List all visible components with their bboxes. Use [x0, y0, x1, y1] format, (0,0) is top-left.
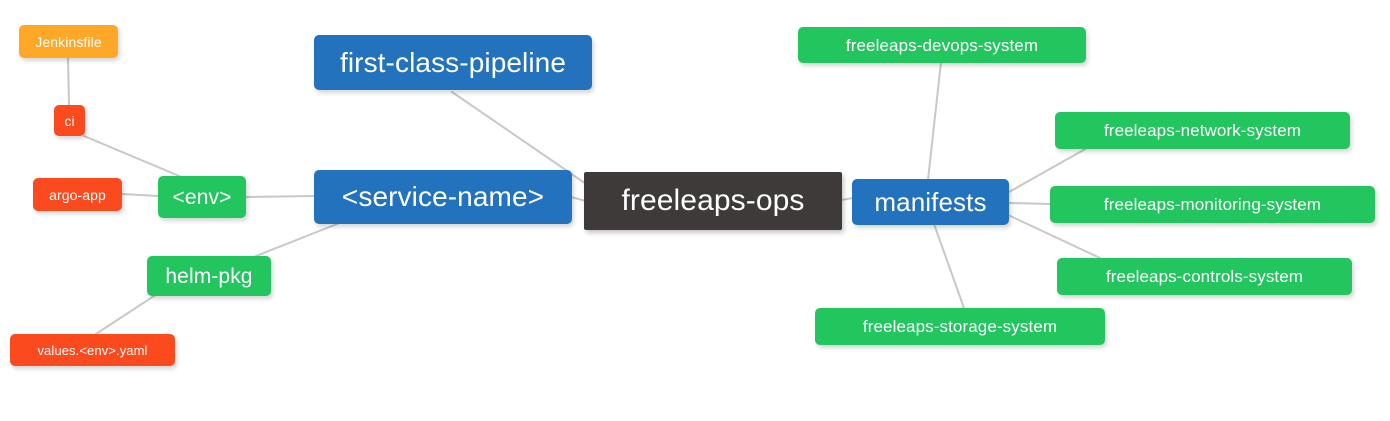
- node-label: Jenkinsfile: [35, 33, 102, 50]
- node-env[interactable]: <env>: [158, 176, 246, 218]
- node-label: values.<env>.yaml: [37, 342, 148, 358]
- node-label: freeleaps-storage-system: [862, 317, 1058, 336]
- node-jenkinsfile[interactable]: Jenkinsfile: [19, 25, 118, 58]
- node-label: freeleaps-monitoring-system: [1103, 195, 1322, 214]
- node-freeleaps-monitoring-system[interactable]: freeleaps-monitoring-system: [1050, 186, 1375, 223]
- node-label: <env>: [172, 185, 232, 209]
- node-label: helm-pkg: [165, 264, 253, 288]
- node-label: <service-name>: [341, 181, 545, 212]
- node-label: argo-app: [49, 186, 106, 203]
- node-argo-app[interactable]: argo-app: [33, 178, 122, 211]
- edge-helm-pkg-values-yaml: [95, 291, 161, 335]
- edge-service-name-env: [245, 195, 315, 198]
- node-label: manifests: [874, 187, 987, 217]
- node-freeleaps-network-system[interactable]: freeleaps-network-system: [1055, 112, 1350, 149]
- node-label: first-class-pipeline: [339, 46, 567, 78]
- node-manifests[interactable]: manifests: [852, 179, 1009, 225]
- node-helm-pkg[interactable]: helm-pkg: [147, 256, 271, 296]
- node-values-yaml[interactable]: values.<env>.yaml: [10, 334, 175, 366]
- edge-env-argo-app: [121, 193, 159, 197]
- edge-manifests-devops-system: [927, 61, 942, 181]
- edge-env-ci: [83, 135, 185, 179]
- edge-manifests-monitoring-system: [1008, 202, 1052, 205]
- node-label: freeleaps-ops: [621, 184, 805, 217]
- node-freeleaps-controls-system[interactable]: freeleaps-controls-system: [1057, 258, 1352, 295]
- edge-manifests-storage-system: [933, 223, 965, 309]
- node-freeleaps-devops-system[interactable]: freeleaps-devops-system: [798, 27, 1086, 63]
- node-label: freeleaps-devops-system: [845, 35, 1039, 55]
- node-ci[interactable]: ci: [54, 105, 85, 136]
- node-freeleaps-ops[interactable]: freeleaps-ops: [584, 172, 842, 230]
- node-service-name[interactable]: <service-name>: [314, 170, 572, 224]
- node-label: freeleaps-controls-system: [1105, 267, 1304, 286]
- node-freeleaps-storage-system[interactable]: freeleaps-storage-system: [815, 308, 1105, 345]
- node-first-class-pipeline[interactable]: first-class-pipeline: [314, 35, 592, 90]
- edge-ci-jenkinsfile: [67, 57, 70, 106]
- node-label: freeleaps-network-system: [1103, 121, 1302, 140]
- node-label: ci: [64, 112, 75, 129]
